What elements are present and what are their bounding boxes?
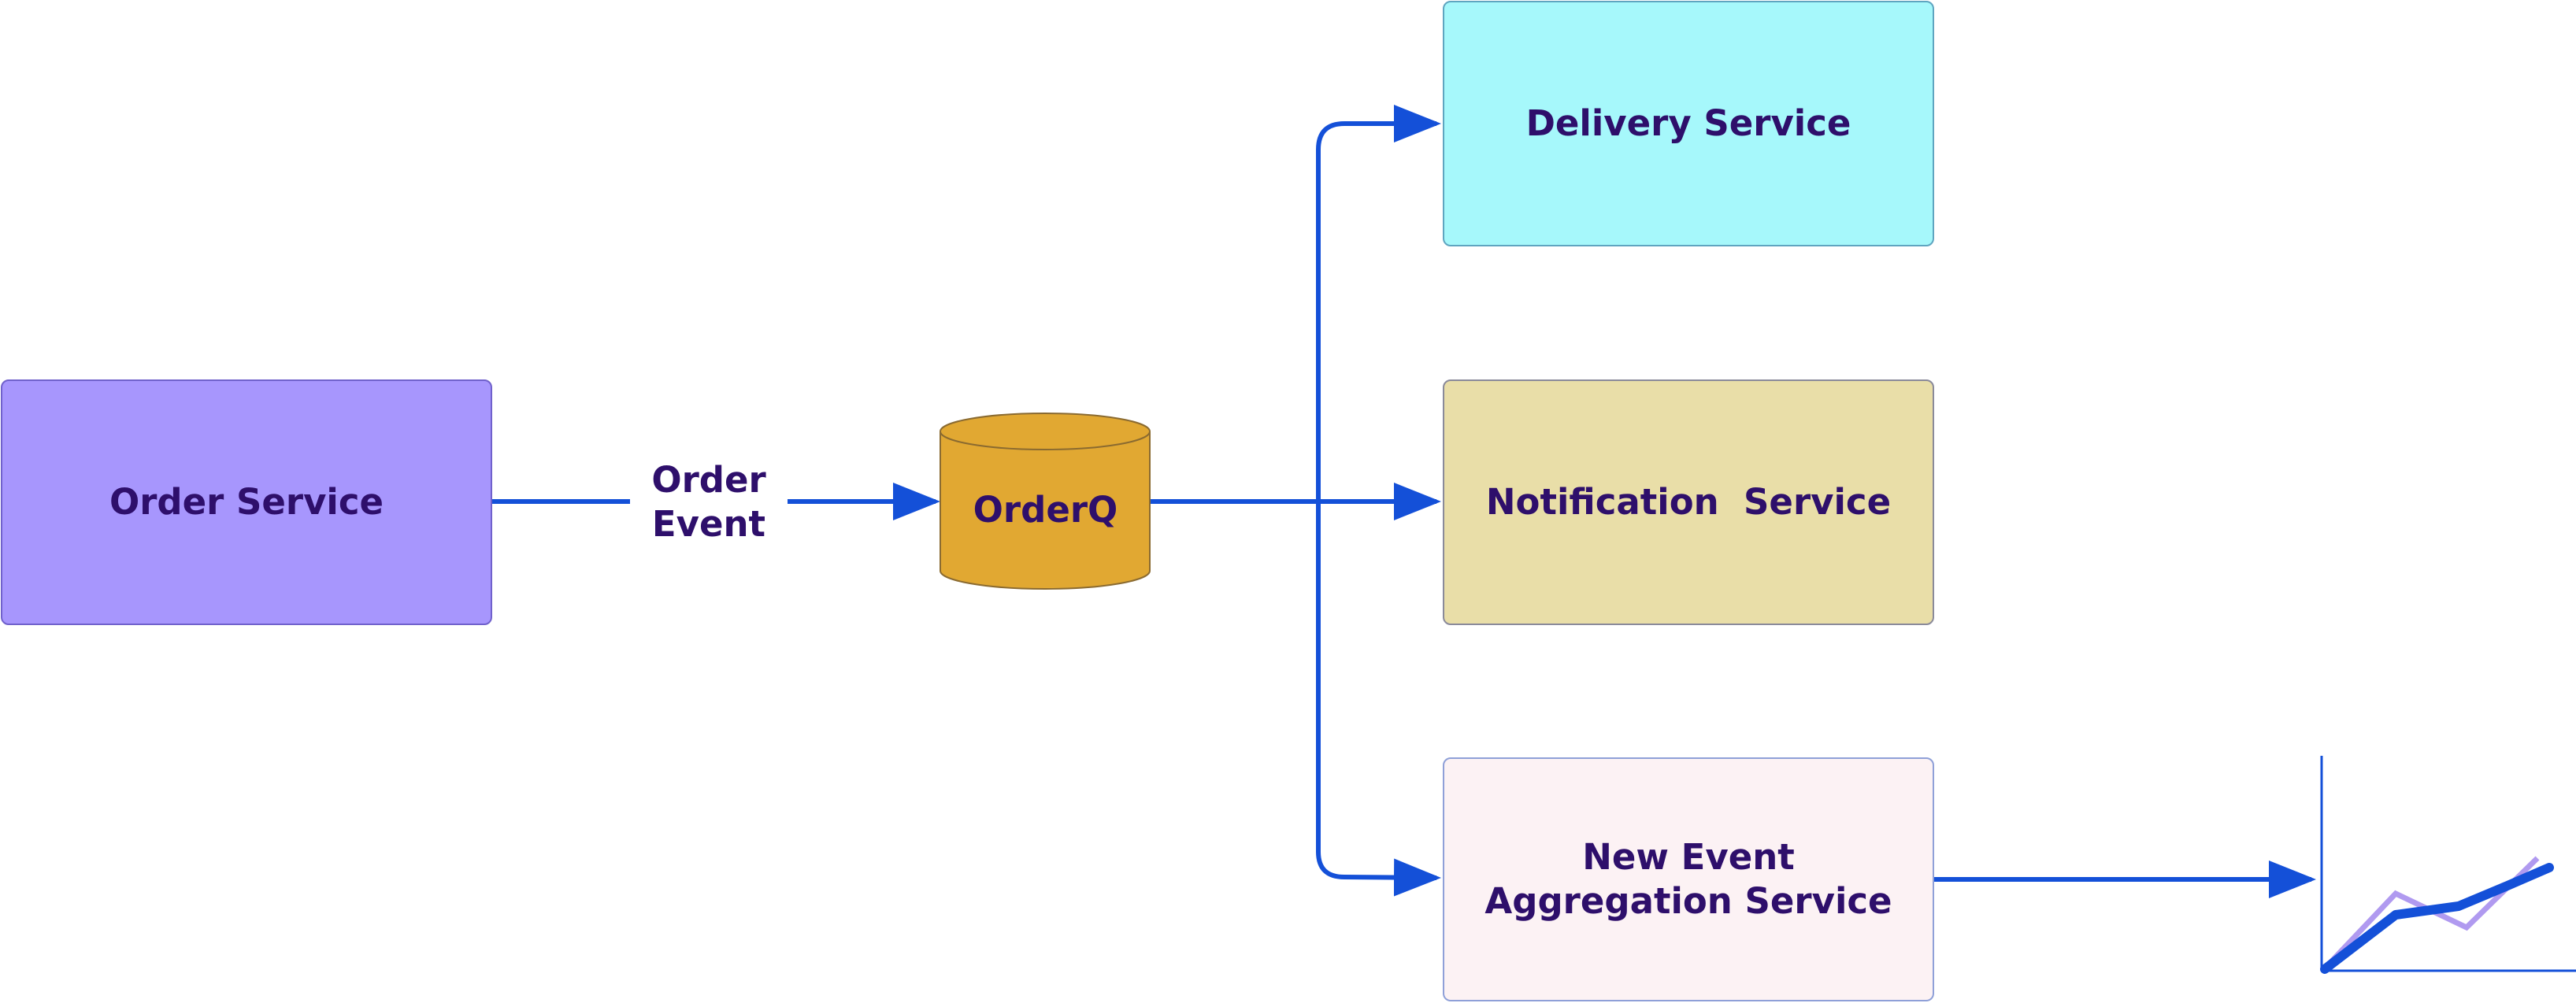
- orderq-label: OrderQ: [973, 489, 1118, 531]
- order-event-edge-label: Order Event: [630, 458, 788, 546]
- notification-service-label: Notification Service: [1485, 481, 1892, 523]
- aggregation-service-node: New Event Aggregation Service: [1443, 757, 1934, 1001]
- delivery-service-node: Delivery Service: [1443, 1, 1934, 246]
- notification-service-node: Notification Service: [1443, 379, 1934, 625]
- delivery-service-label: Delivery Service: [1525, 102, 1851, 144]
- order-service-label: Order Service: [109, 481, 384, 523]
- chart-line-primary: [2320, 863, 2554, 974]
- database-cylinder-icon: [940, 413, 1151, 590]
- order-service-node: Order Service: [1, 379, 492, 625]
- edge-queue-to-aggregation: [1316, 502, 1441, 897]
- aggregation-service-label: New Event Aggregation Service: [1484, 836, 1892, 922]
- line-chart-icon: [2320, 756, 2576, 974]
- edge-queue-to-delivery: [1316, 105, 1441, 502]
